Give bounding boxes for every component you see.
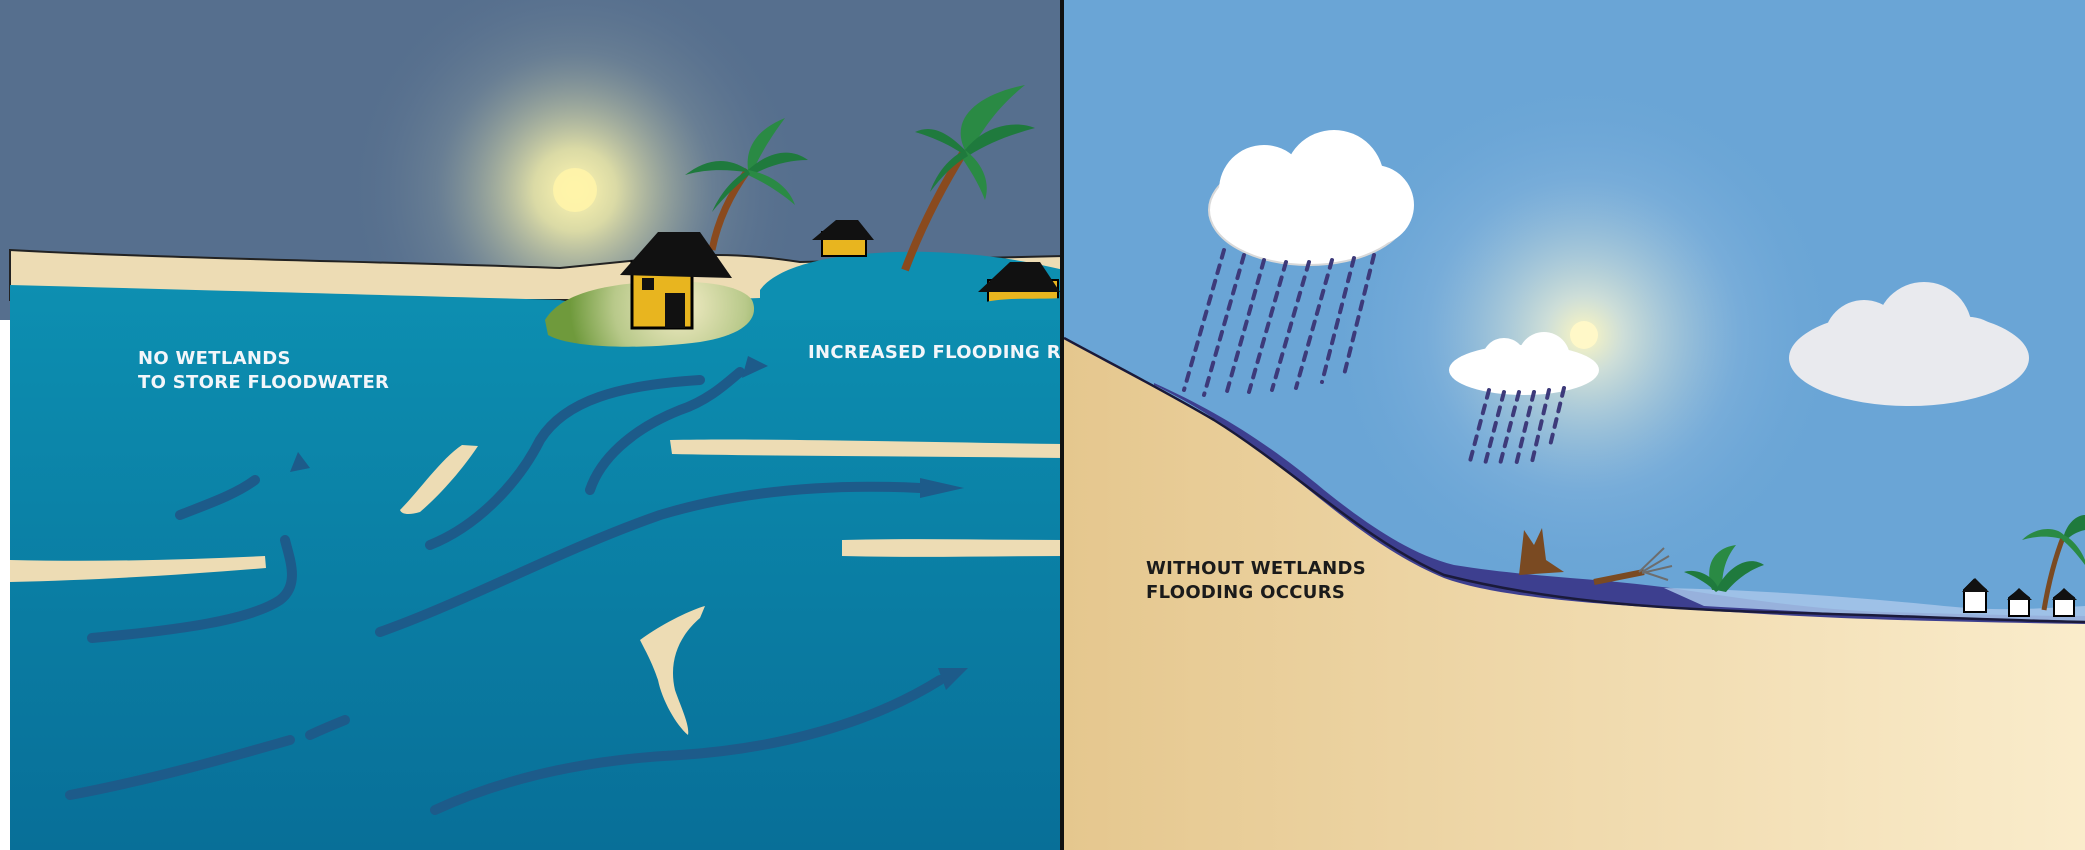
- broken-tree-stump: [1519, 528, 1564, 575]
- right-panel-without-wetlands: WITHOUT WETLANDS FLOODING OCCURS: [1064, 0, 2085, 850]
- ground-outline: [1064, 336, 2085, 624]
- flooded-houses: [1962, 578, 2077, 617]
- rain: [1182, 248, 1566, 470]
- sand-bar: [400, 445, 478, 515]
- flood-water: [975, 298, 1064, 320]
- flooding-occurs-label: FLOODING OCCURS: [1146, 582, 1345, 603]
- flood-water: [1664, 588, 2085, 622]
- flood-currents: [65, 367, 945, 815]
- increased-flooding-label: INCREASED FLOODING RI: [808, 342, 1064, 363]
- house: [812, 220, 874, 257]
- store-floodwater-label: TO STORE FLOODWATER: [138, 372, 389, 393]
- palm-tree: [2022, 515, 2085, 611]
- flood-current-arrowheads: [290, 356, 968, 690]
- runoff-water: [1154, 383, 2085, 624]
- rain-cloud-small: [1449, 332, 1599, 395]
- palm-tree: [685, 118, 808, 251]
- sand-bar: [670, 439, 1064, 458]
- sun: [553, 168, 597, 212]
- sand-bar: [640, 606, 705, 735]
- rain-cloud-large: [1208, 130, 1414, 266]
- no-wetlands-label: NO WETLANDS: [138, 348, 291, 369]
- coastal-flood-illustration: NO WETLANDS TO STORE FLOODWATER INCREASE…: [0, 0, 1064, 850]
- fallen-palm: [1593, 547, 1673, 585]
- palm-bush: [1684, 545, 1764, 592]
- sand-bar: [10, 556, 266, 582]
- palm-tree: [901, 85, 1035, 272]
- sand-bar: [842, 539, 1064, 557]
- left-panel-no-wetlands: NO WETLANDS TO STORE FLOODWATER INCREASE…: [0, 0, 1064, 850]
- house: [620, 232, 732, 330]
- cloud: [1789, 282, 2029, 406]
- without-wetlands-label: WITHOUT WETLANDS: [1146, 558, 1366, 579]
- inland-flood-illustration: WITHOUT WETLANDS FLOODING OCCURS: [1064, 0, 2085, 850]
- sun: [1570, 321, 1598, 349]
- hillside-ground: [1064, 338, 2085, 850]
